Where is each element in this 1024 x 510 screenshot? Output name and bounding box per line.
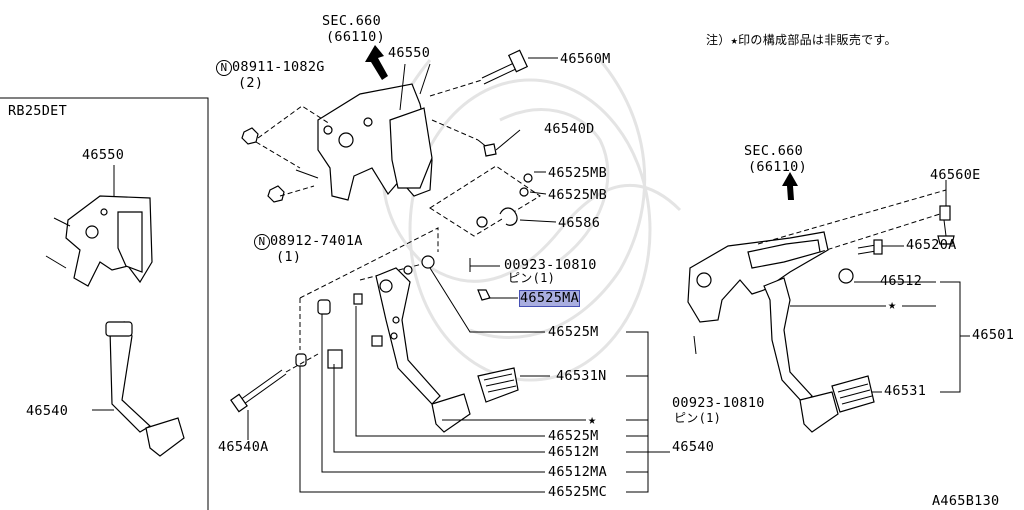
nut-a-qty: (2) [238, 75, 264, 91]
clip-mb1-part-number[interactable]: 46525MB [548, 165, 607, 181]
bush-512m-part-number[interactable]: 46512M [548, 444, 599, 460]
sec-arrow-center [365, 45, 388, 80]
bolt-top-part-number[interactable]: 46560M [560, 51, 611, 67]
nut-b-symbol: N [254, 234, 270, 250]
center-bracket-part-number[interactable]: 46550 [388, 45, 431, 61]
bolt-a-part-number[interactable]: 46540A [218, 439, 269, 455]
left-pedal-drawing [92, 168, 185, 457]
center-sec-sub: (66110) [326, 29, 385, 45]
right-bush-part-number[interactable]: 46512 [880, 273, 923, 289]
bush-mc-part-number[interactable]: 46525MC [548, 484, 607, 500]
bolt-46540d-drawing [477, 129, 521, 157]
right-star-mark: ★ [888, 297, 897, 313]
highlighted-part-number[interactable]: 46525MA [519, 290, 580, 307]
center-pedal-drawing [375, 267, 519, 433]
sec-arrow-right [782, 172, 798, 200]
center-sec-ref[interactable]: SEC.660 [322, 13, 381, 29]
right-pin-part-number[interactable]: 00923-10810 [672, 395, 765, 411]
clip-mb2-part-number[interactable]: 46525MB [548, 187, 607, 203]
bush-512ma-part-number[interactable]: 46512MA [548, 464, 607, 480]
right-sec-sub: (66110) [748, 159, 807, 175]
left-pedal-part-number[interactable]: 46540 [26, 403, 69, 419]
left-panel-border [0, 97, 209, 510]
diagram-code: A465B130 [932, 493, 1000, 509]
pedal-assy-part-number[interactable]: 46540 [672, 439, 715, 455]
engine-label: RB25DET [8, 103, 67, 119]
right-assembly-drawing [687, 205, 955, 433]
left-bracket-part-number[interactable]: 46550 [82, 147, 125, 163]
bolt-46560m-drawing [481, 49, 558, 85]
center-star-mark: ★ [588, 412, 597, 428]
right-callout-lines [757, 180, 970, 393]
bolt-d-part-number[interactable]: 46540D [544, 121, 595, 137]
right-bolt-e-part-number[interactable]: 46560E [930, 167, 981, 183]
bush-m1-part-number[interactable]: 46525M [548, 324, 599, 340]
right-sec-ref[interactable]: SEC.660 [744, 143, 803, 159]
pin-part-number[interactable]: 00923-10810 [504, 257, 597, 273]
nut-a-symbol: N [216, 60, 232, 76]
right-pad-part-number[interactable]: 46531 [884, 383, 927, 399]
center-bracket-drawing [317, 83, 433, 201]
right-pin-note: ピン(1) [674, 411, 722, 425]
pad-part-number[interactable]: 46531N [556, 368, 607, 384]
nut-a-part-number[interactable]: 08911-1082G [232, 59, 325, 75]
watermark [381, 59, 682, 382]
nut-b-qty: (1) [276, 249, 302, 265]
right-assy-part-number[interactable]: 46501 [972, 327, 1015, 343]
center-callout-lines [299, 63, 670, 493]
spring-part-number[interactable]: 46586 [558, 215, 601, 231]
bush-m2-part-number[interactable]: 46525M [548, 428, 599, 444]
pin-note: ピン(1) [508, 271, 556, 285]
right-bolt-a-part-number[interactable]: 46520A [906, 237, 957, 253]
left-bracket-drawing [45, 165, 153, 287]
top-note: 注）★印の構成部品は非販売です。 [706, 33, 897, 47]
nut-b-part-number[interactable]: 08912-7401A [270, 233, 363, 249]
